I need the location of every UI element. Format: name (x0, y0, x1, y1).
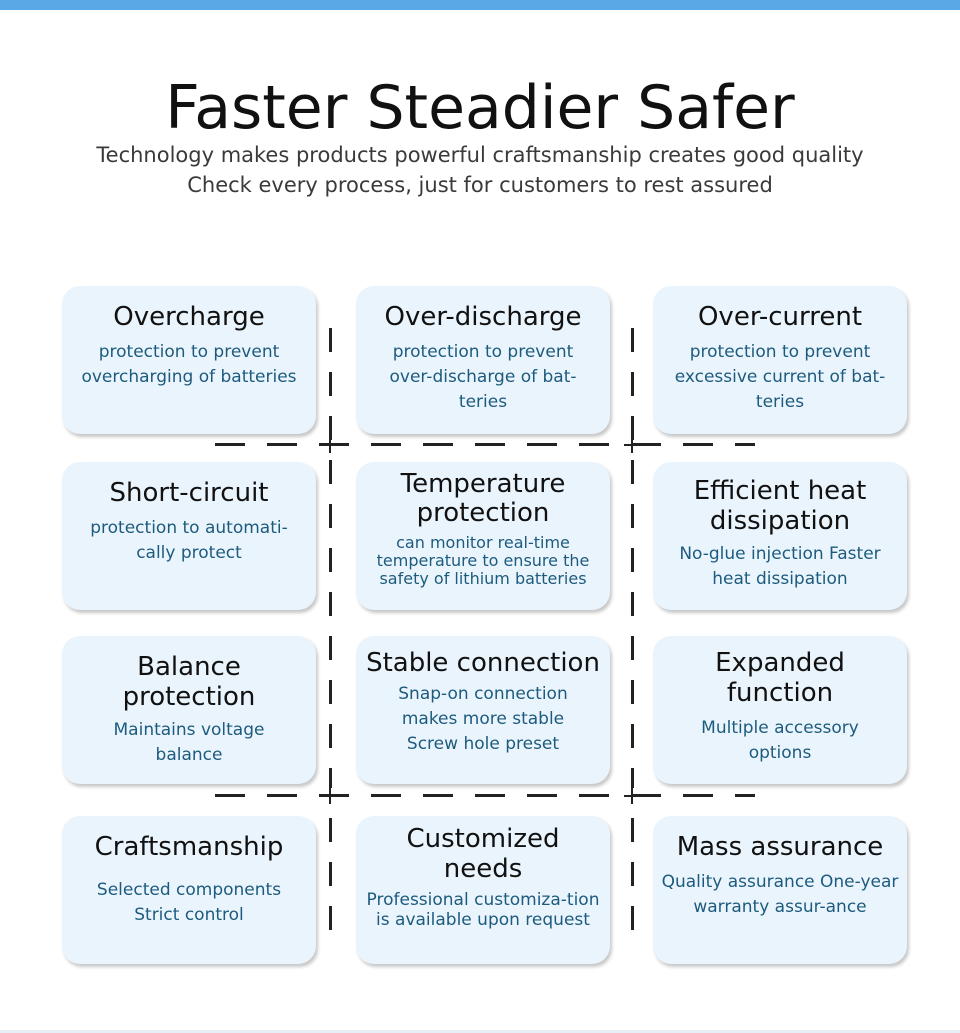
feature-card-overcharge: Overcharge protection to prevent overcha… (62, 286, 316, 434)
horizontal-divider-1 (215, 443, 755, 446)
feature-card-expanded-function: Expanded function Multiple accessory opt… (653, 636, 907, 784)
feature-description: Maintains voltage balance (113, 720, 265, 765)
feature-description: Professional customiza-tion is available… (366, 890, 600, 930)
cross-mark (329, 788, 331, 804)
feature-card-balance-protection: Balance protection Maintains voltage bal… (62, 636, 316, 784)
feature-description: Quality assurance One-year warranty assu… (661, 872, 899, 917)
feature-title: Overcharge (113, 302, 265, 332)
feature-description: can monitor real-time temperature to ens… (376, 533, 590, 588)
subtitle-line-2: Check every process, just for customers … (187, 173, 773, 197)
feature-card-stable-connection: Stable connection Snap-on connection mak… (356, 636, 610, 784)
top-accent-bar (0, 0, 960, 10)
feature-description: Snap-on connection makes more stable Scr… (398, 684, 568, 754)
feature-title: Customized needs (406, 824, 560, 884)
feature-card-mass-assurance: Mass assurance Quality assurance One-yea… (653, 816, 907, 964)
feature-description: No-glue injection Faster heat dissipatio… (679, 544, 881, 589)
feature-card-customized-needs: Customized needs Professional customiza-… (356, 816, 610, 964)
vertical-divider-3 (329, 818, 332, 938)
feature-title: Balance protection (122, 652, 256, 712)
feature-title: Expanded function (715, 648, 845, 708)
feature-title: Short-circuit (109, 478, 269, 508)
feature-description: Selected components Strict control (96, 880, 282, 925)
feature-description: Multiple accessory options (701, 718, 859, 763)
feature-title: Over-discharge (384, 302, 582, 332)
feature-description: protection to prevent overcharging of ba… (81, 342, 297, 387)
vertical-divider-4 (631, 818, 634, 938)
feature-card-over-discharge: Over-discharge protection to prevent ove… (356, 286, 610, 434)
cross-mark (631, 437, 633, 453)
feature-title: Efficient heat dissipation (693, 476, 867, 536)
vertical-divider-2 (631, 328, 634, 788)
vertical-divider-1 (329, 328, 332, 788)
page-title: Faster Steadier Safer (165, 73, 795, 143)
feature-description: protection to prevent excessive current … (674, 342, 886, 412)
feature-description: protection to automati-cally protect (90, 518, 288, 563)
feature-title: Mass assurance (676, 832, 884, 862)
feature-title: Craftsmanship (94, 832, 284, 862)
feature-card-craftsmanship: Craftsmanship Selected components Strict… (62, 816, 316, 964)
feature-card-over-current: Over-current protection to prevent exces… (653, 286, 907, 434)
bottom-divider (0, 1030, 960, 1033)
feature-title: Over-current (697, 302, 863, 332)
cross-mark (329, 437, 331, 453)
subtitle-line-1: Technology makes products powerful craft… (96, 143, 864, 167)
feature-card-heat-dissipation: Efficient heat dissipation No-glue injec… (653, 462, 907, 610)
feature-card-short-circuit: Short-circuit protection to automati-cal… (62, 462, 316, 610)
cross-mark (631, 788, 633, 804)
horizontal-divider-2 (215, 794, 755, 797)
feature-title: Temperature protection (400, 469, 566, 528)
feature-title: Stable connection (366, 648, 600, 678)
feature-card-temperature-protection: Temperature protection can monitor real-… (356, 462, 610, 610)
feature-description: protection to prevent over-discharge of … (389, 342, 577, 412)
